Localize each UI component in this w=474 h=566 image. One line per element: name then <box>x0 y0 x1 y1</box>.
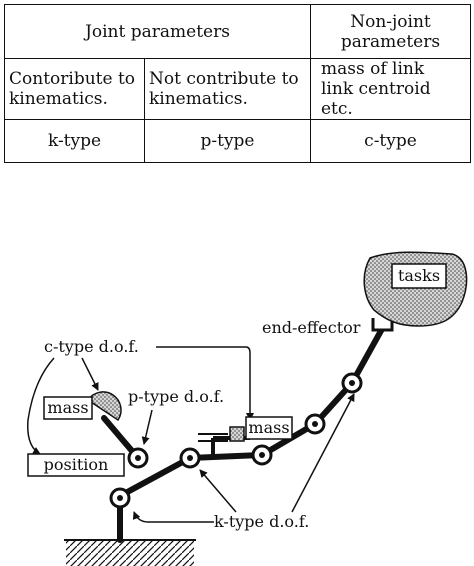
mass-left-box <box>43 396 93 420</box>
p-desc-line2: kinematics. <box>149 89 248 109</box>
mass-left-label: mass <box>47 398 88 417</box>
p-description-cell: Not contribute to kinematics. <box>144 58 311 120</box>
k-desc-line1: Contoribute to <box>9 69 136 89</box>
tasks-label: tasks <box>398 266 440 285</box>
nonjoint-header-line1: Non-joint <box>350 11 431 32</box>
mass-ball <box>86 391 122 422</box>
tasks-label-box <box>391 263 447 289</box>
p-desc-line1: Not contribute to <box>149 69 299 89</box>
c-desc-line2: link centroid etc. <box>321 79 431 119</box>
c-type-arrow-mass <box>81 357 99 391</box>
k-desc-line2: kinematics. <box>9 89 108 109</box>
parameter-table: Joint parameters Non-joint parameters Co… <box>4 4 471 163</box>
c-type-arrow-position <box>27 357 55 455</box>
nonjoint-header-line2: parameters <box>340 31 441 52</box>
c-type-cell: c-type <box>310 119 471 163</box>
k-type-dof-label: k-type d.o.f. <box>214 512 309 531</box>
table-header-row: Joint parameters Non-joint parameters <box>4 4 471 59</box>
ground <box>64 539 196 566</box>
table-description-row: Contoribute to kinematics. Not contribut… <box>4 58 471 120</box>
k-description-cell: Contoribute to kinematics. <box>4 58 145 120</box>
joint-parameters-header: Joint parameters <box>4 4 311 59</box>
mass-right-label: mass <box>248 418 289 437</box>
c-type-dof-label: c-type d.o.f. <box>44 337 139 356</box>
table-type-row: k-type p-type c-type <box>4 119 471 163</box>
position-box <box>27 453 125 477</box>
p-type-dof-label: p-type d.o.f. <box>128 387 224 406</box>
mass-right-box <box>245 416 293 440</box>
nonjoint-parameters-header: Non-joint parameters <box>310 4 471 59</box>
end-effector-label: end-effector <box>262 318 361 337</box>
gripper <box>371 318 394 332</box>
p-type-arrow <box>141 409 153 445</box>
k-type-arrow-joint2 <box>199 469 237 513</box>
c-desc-line1: mass of link <box>321 59 425 79</box>
dotted-mass-block <box>229 426 245 442</box>
c-description-cell: mass of link link centroid etc. <box>310 58 471 120</box>
k-type-arrow-base <box>132 511 214 523</box>
c-type-bracket-arrow <box>156 346 254 421</box>
k-type-arrow-joint5 <box>291 393 355 513</box>
position-label: position <box>44 455 109 474</box>
